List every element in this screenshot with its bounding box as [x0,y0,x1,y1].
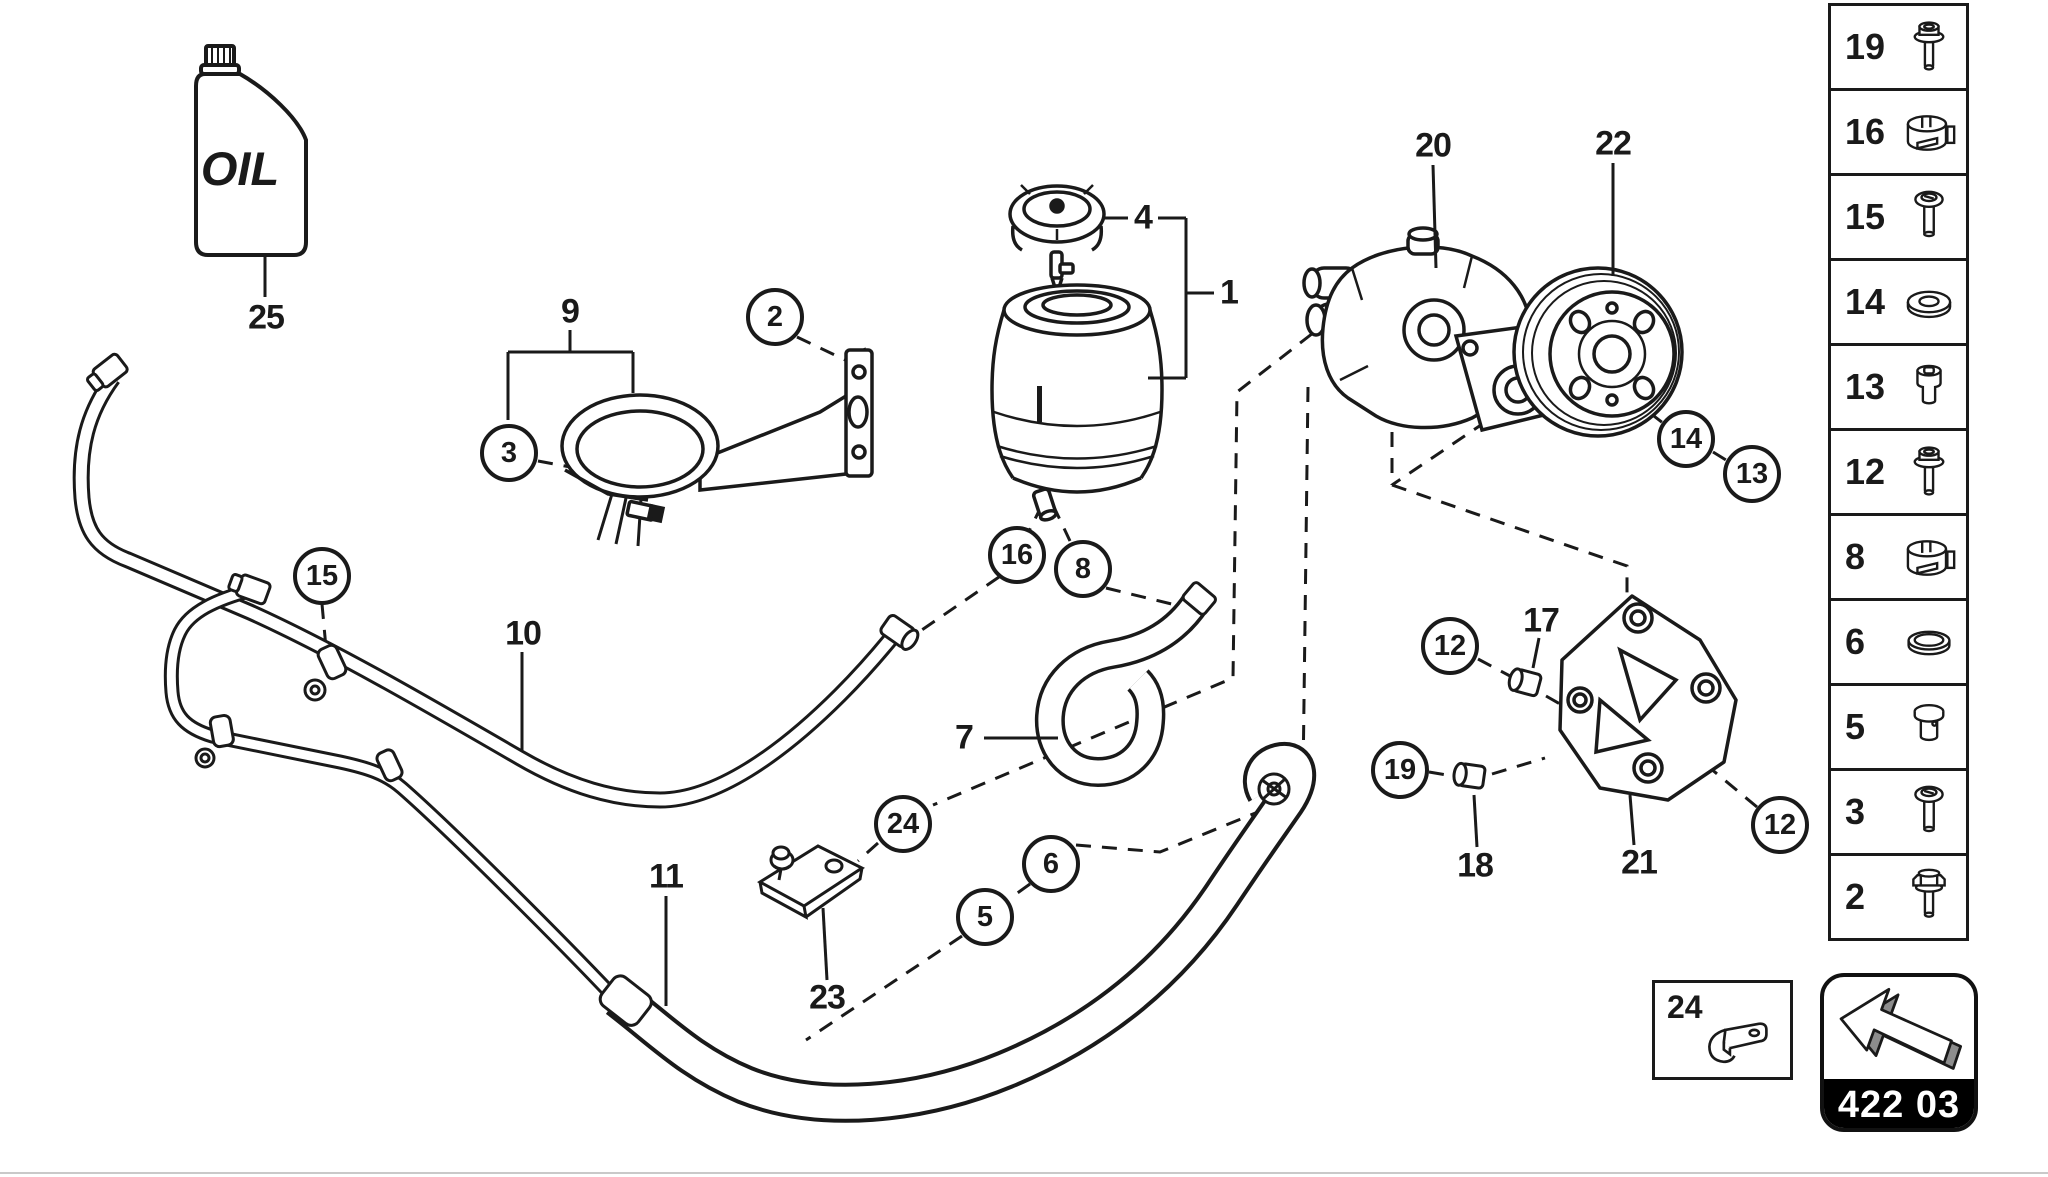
part-callout-16[interactable]: 16 [988,526,1046,584]
direction-arrow-icon [1824,977,1974,1079]
hydraulic-lines [72,352,1316,1123]
part-callout-6[interactable]: 6 [1022,835,1080,893]
part-callout-3[interactable]: 3 [480,424,538,482]
oil-bottle: OIL [194,44,308,257]
sidebar-item-number: 12 [1845,451,1886,492]
part-label-21: 21 [1621,843,1658,882]
ref-box-number: 24 [1667,989,1703,1025]
sidebar-item-15[interactable]: 15 [1828,173,1969,261]
part-label-7: 7 [955,718,974,757]
part-callout-14[interactable]: 14 [1657,410,1715,468]
bushings [1452,667,1543,790]
part-label-22: 22 [1595,124,1632,163]
part-label-23: 23 [809,978,846,1017]
page-code: 422 03 [1824,1079,1974,1128]
leader-lines [263,163,1636,1006]
p-clamp-icon [1688,1001,1784,1077]
part-callout-19[interactable]: 19 [1371,741,1429,799]
sidebar-item-number: 3 [1845,791,1866,832]
part-callout-24[interactable]: 24 [874,795,932,853]
line-7 [1034,581,1217,788]
pipe-bracket [757,844,866,920]
sidebar-item-8[interactable]: 8 [1828,513,1969,601]
sidebar-item-number: 5 [1845,706,1866,747]
part-callout-2[interactable]: 2 [746,288,804,346]
part-label-4: 4 [1134,198,1153,237]
part-label-25: 25 [248,298,285,337]
sidebar-item-number: 6 [1845,621,1866,662]
seal-ring-icon [1895,605,1963,679]
washer-icon [1895,265,1963,339]
part-callout-5[interactable]: 5 [956,888,1014,946]
part-label-11: 11 [649,857,684,896]
bolt-flange-icon [1895,435,1963,509]
part-callout-13[interactable]: 13 [1723,445,1781,503]
sidebar-item-number: 2 [1845,876,1866,917]
screw-pan-icon [1895,180,1963,254]
oil-bottle-label: OIL [201,142,279,195]
page-bottom-rule [0,1172,2048,1174]
sidebar-item-16[interactable]: 16 [1828,88,1969,176]
part-callout-12[interactable]: 12 [1751,796,1809,854]
hex-bolt-icon [1895,860,1963,934]
sidebar-item-14[interactable]: 14 [1828,258,1969,346]
ref-box-24: 24 [1652,980,1793,1080]
part-callout-15[interactable]: 15 [293,547,351,605]
sidebar-item-number: 8 [1845,536,1866,577]
part-label-20: 20 [1415,126,1452,165]
sidebar-item-number: 15 [1845,196,1886,237]
sidebar-item-12[interactable]: 12 [1828,428,1969,516]
reservoir [990,184,1164,522]
sidebar-item-2[interactable]: 2 [1828,853,1969,941]
sidebar-item-5[interactable]: 5 [1828,683,1969,771]
part-label-9: 9 [561,292,580,331]
sidebar-item-3[interactable]: 3 [1828,768,1969,856]
sidebar-item-19[interactable]: 19 [1828,3,1969,91]
part-callout-8[interactable]: 8 [1054,540,1112,598]
sidebar-item-number: 13 [1845,366,1886,407]
line-10 [72,352,920,809]
sidebar-item-13[interactable]: 13 [1828,343,1969,431]
part-label-10: 10 [505,614,542,653]
sidebar-item-number: 19 [1845,26,1886,67]
pulley [1512,266,1684,438]
reservoir-clamp-bracket [560,347,874,547]
part-label-1: 1 [1220,273,1239,312]
sidebar-item-number: 16 [1845,111,1886,152]
part-label-17: 17 [1523,601,1560,640]
sleeve-nut-icon [1895,350,1963,424]
plug-icon [1895,690,1963,764]
sidebar-item-6[interactable]: 6 [1828,598,1969,686]
hose-clamp-icon [1895,520,1963,594]
part-label-18: 18 [1457,846,1494,885]
part-callout-12[interactable]: 12 [1421,617,1479,675]
sidebar-item-number: 14 [1845,281,1886,322]
hose-clamp-icon [1895,95,1963,169]
fastener-sidebar: 19 16 15 14 13 12 8 6 5 3 2 [1828,3,1969,941]
bolt-flange-icon [1895,10,1963,84]
screw-pan-icon [1895,775,1963,849]
page-code-box[interactable]: 422 03 [1820,973,1978,1132]
line-11 [163,573,1316,1123]
mount-bracket [1558,594,1738,802]
